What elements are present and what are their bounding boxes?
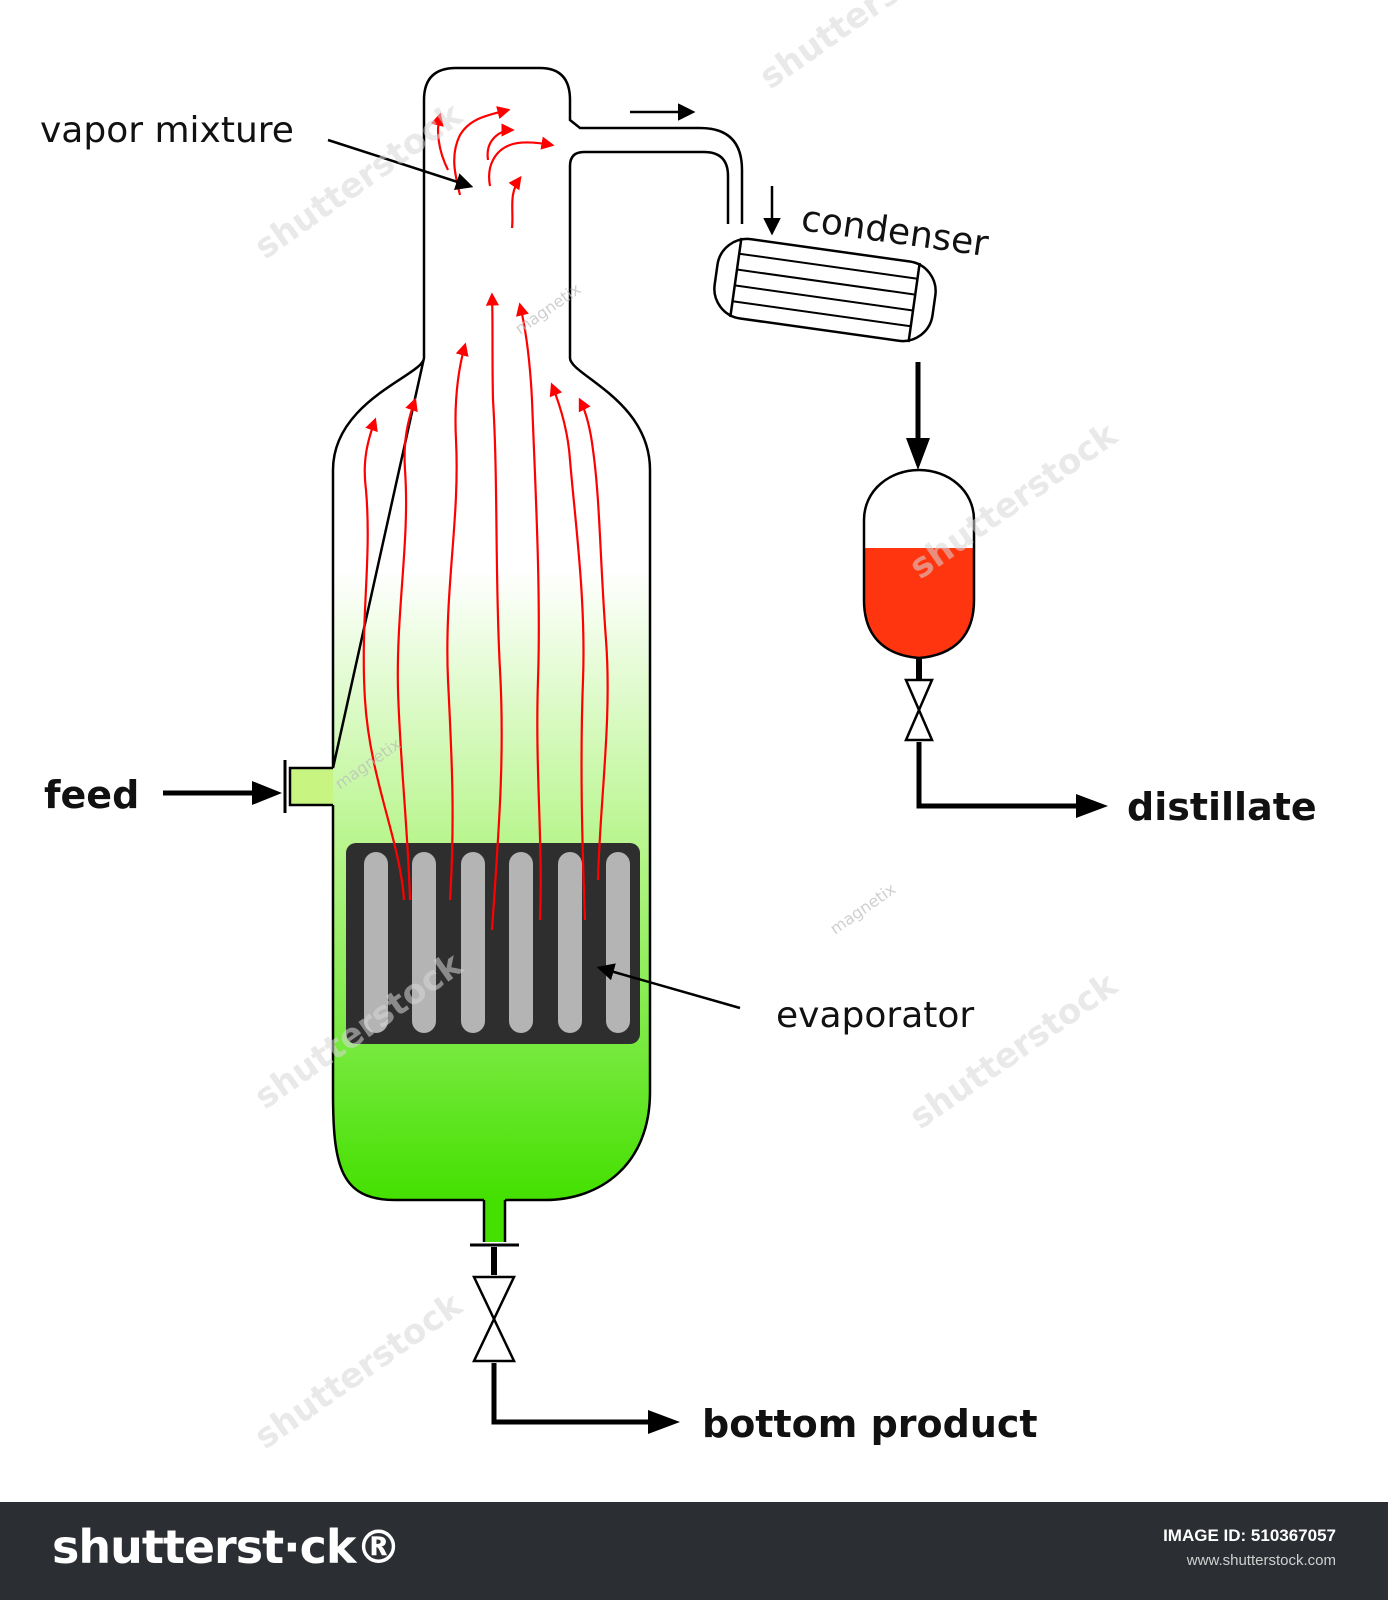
footer-logo: shutterst·ck® (52, 1520, 401, 1574)
label-vapor-mixture: vapor mixture (40, 110, 294, 151)
label-bottom-product: bottom product (702, 1402, 1038, 1446)
footer-image-id: IMAGE ID: 510367057 (1163, 1526, 1336, 1545)
watermark-author: magnetix (511, 279, 584, 338)
evaporator-pointer (596, 963, 741, 1010)
watermark-brand: shutterstock (902, 414, 1126, 587)
bottom-product-line (491, 1363, 652, 1425)
stock-footer: shutterst·ck® IMAGE ID: 510367057 www.sh… (0, 1502, 1388, 1600)
bottom-valve (472, 1275, 516, 1363)
label-evaporator: evaporator (776, 995, 974, 1036)
vapor-streams (362, 106, 609, 931)
label-feed: feed (44, 773, 139, 817)
bottom-product-arrowhead (648, 1410, 680, 1434)
feed-nozzle (283, 760, 333, 813)
footer-url: www.shutterstock.com (1186, 1552, 1336, 1569)
watermark-brand: shutterstock (752, 0, 976, 97)
condensate-arrowhead (906, 438, 930, 470)
vapor-mixture-pointer (327, 138, 474, 191)
label-distillate: distillate (1127, 785, 1317, 829)
receiver-drum (862, 468, 976, 660)
distillate-line (916, 742, 1080, 809)
watermark-brand: shutterstock (902, 964, 1126, 1137)
bottom-outlet (470, 1200, 519, 1275)
watermark-brand: shutterstock (247, 1284, 471, 1457)
distillate-valve (904, 678, 934, 742)
watermark-author: magnetix (826, 879, 899, 938)
feed-arrowhead (252, 781, 282, 805)
distillation-diagram: shutterstock shutterstock shutterstock s… (40, 0, 1317, 1457)
condenser (713, 237, 937, 343)
distillate-arrowhead (1076, 794, 1108, 818)
evaporator (346, 843, 640, 1044)
